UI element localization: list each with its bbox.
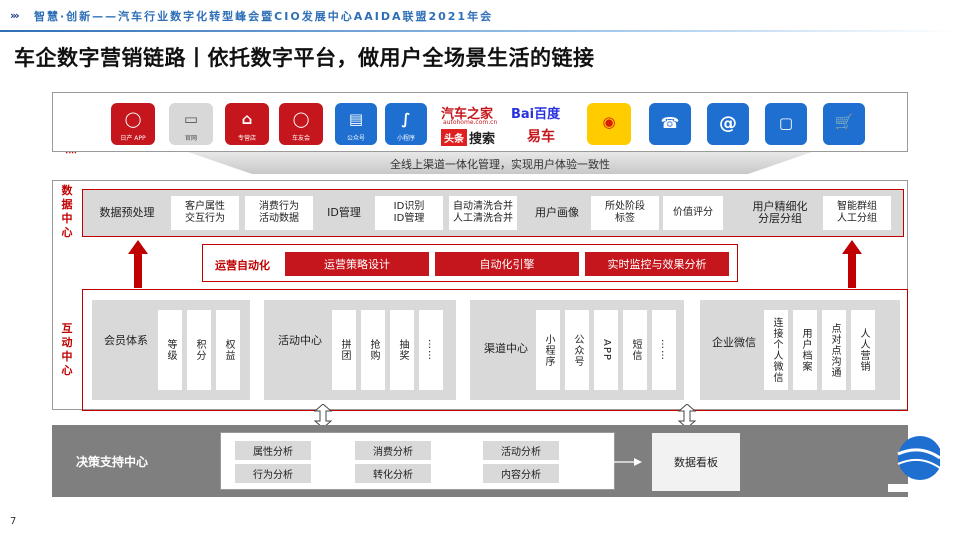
website-icon[interactable]: ▭官网 [169,103,213,145]
page-title: 车企数字营销链路丨依托数字平台，做用户全场景生活的链接 [14,46,595,70]
cell-stage-tag: 所处阶段标签 [591,196,659,230]
wecom-group: 企业微信 连接个人微信 用户档案 点对点沟通 人人营销 [700,300,900,400]
email-icon[interactable]: @ [707,103,749,145]
cell-segmentation: 用户精细化分层分组 [752,200,808,225]
chevron-right-icon: ››› [10,9,20,22]
weibo-icon[interactable]: ◉ [587,103,631,145]
activity-title: 活动中心 [278,334,322,347]
double-arrow-icon [678,404,696,428]
wecom-title: 企业微信 [712,336,756,349]
interaction-center-label: 互动中心 [61,322,73,377]
channel-title: 渠道中心 [484,342,528,355]
activity-analysis: 活动分析 [483,441,559,460]
membership-level: 等级 [158,310,182,390]
membership-title: 会员体系 [104,334,148,347]
channel-group: 渠道中心 小程序 公众号 APP 短信 …… [470,300,684,400]
dealer-store-icon[interactable]: ⌂专营店 [225,103,269,145]
toutiao-logo: 头条 [441,129,467,146]
autohome-logo: 汽车之家 [441,107,494,122]
channel-app: APP [594,310,618,390]
banner-divider [0,30,960,32]
behavior-analysis: 行为分析 [235,464,311,483]
nissan-app-icon[interactable]: ◯日产 APP [111,103,155,145]
shop-cart-icon[interactable]: 🛒 [823,103,865,145]
automation-engine-button[interactable]: 自动化引擎 [435,252,579,276]
automation-label: 运营自动化 [215,259,270,272]
membership-group: 会员体系 等级 积分 权益 [92,300,250,400]
cell-customer-attributes: 客户属性交互行为 [171,196,239,230]
activity-lottery: 抽奖 [390,310,414,390]
activity-group: 活动中心 拼团 抢购 抽奖 …… [264,300,456,400]
cell-cleaning: 自动清洗合并人工清洗合并 [449,196,517,230]
funnel-shape [188,152,812,174]
strategy-design-button[interactable]: 运营策略设计 [285,252,429,276]
sohu-logo: 搜索 [469,132,496,147]
interaction-center-panel [82,289,908,411]
automation-row: 运营自动化 运营策略设计 自动化引擎 实时监控与效果分析 [202,244,738,282]
conversion-analysis: 转化分析 [355,464,431,483]
consumption-analysis: 消费分析 [355,441,431,460]
cell-value-score: 价值评分 [663,196,723,230]
autohome-domain: autohome.com.cn [443,119,498,126]
phone-icon[interactable]: ☎ [649,103,691,145]
data-dashboard[interactable]: 数据看板 [652,433,740,491]
page-number: 7 [10,516,17,527]
analysis-grid: 属性分析 消费分析 活动分析 行为分析 转化分析 内容分析 [220,432,615,490]
mini-program-icon[interactable]: ∫小程序 [385,103,427,145]
cell-consumer-behavior: 消费行为活动数据 [245,196,313,230]
activity-group-buy: 拼团 [332,310,356,390]
decision-support-label: 决策支持中心 [76,455,149,469]
wecom-profile: 用户档案 [793,310,817,390]
funnel-banner: 全线上渠道一体化管理，实现用户体验一致性 [188,152,812,174]
up-arrow-right-icon [842,240,862,288]
baidu-logo: Bai百度 [511,107,561,122]
aaida-alliance-logo [888,436,940,492]
data-center-label: 数据中心 [61,184,73,239]
activity-more: …… [419,310,443,390]
official-account-icon[interactable]: ▤公众号 [335,103,377,145]
content-analysis: 内容分析 [483,464,559,483]
decision-support-panel: 决策支持中心 属性分析 消费分析 活动分析 行为分析 转化分析 内容分析 数据看… [52,425,908,497]
conference-subtitle: 智慧·创新——汽车行业数字化转型峰会暨CIO发展中心AAIDA联盟2021年会 [34,10,494,23]
double-arrow-icon [314,404,332,428]
nissan-club-icon[interactable]: ◯车友会 [279,103,323,145]
membership-points: 积分 [187,310,211,390]
membership-rights: 权益 [216,310,240,390]
cell-id-management: ID管理 [327,206,361,219]
channel-sms: 短信 [623,310,647,390]
up-arrow-left-icon [128,240,148,288]
top-banner: ››› 智慧·创新——汽车行业数字化转型峰会暨CIO发展中心AAIDA联盟202… [0,0,960,32]
cell-grouping: 智能群组人工分组 [823,196,891,230]
sms-icon[interactable]: ▢ [765,103,807,145]
yiche-logo: 易车 [527,129,555,145]
channel-mini-program: 小程序 [536,310,560,390]
cell-preprocess: 数据预处理 [99,206,155,219]
activity-flash-sale: 抢购 [361,310,385,390]
wecom-marketing: 人人营销 [851,310,875,390]
touchpoints-panel: ◯日产 APP ▭官网 ⌂专营店 ◯车友会 ▤公众号 ∫小程序 汽车之家 aut… [52,92,908,152]
channel-more: …… [652,310,676,390]
wecom-p2p: 点对点沟通 [822,310,846,390]
attribute-analysis: 属性分析 [235,441,311,460]
arrow-right-icon [592,458,642,466]
wecom-connect: 连接个人微信 [764,310,788,390]
realtime-monitor-button[interactable]: 实时监控与效果分析 [585,252,729,276]
channel-official-account: 公众号 [565,310,589,390]
funnel-text: 全线上渠道一体化管理，实现用户体验一致性 [390,158,610,171]
cell-user-portrait: 用户画像 [535,206,579,219]
